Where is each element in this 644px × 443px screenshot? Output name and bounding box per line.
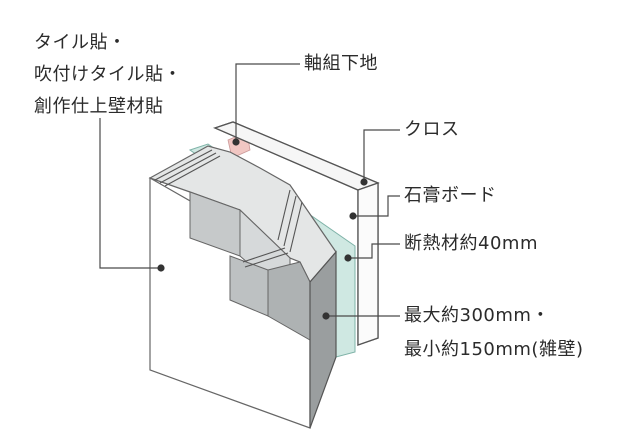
leader-cloth	[363, 129, 400, 182]
leader-insulation	[348, 243, 400, 259]
label-thickness-min: 最小約150mm(雑壁)	[404, 339, 584, 360]
leader-tile	[99, 118, 160, 269]
cloth-edge	[357, 182, 379, 346]
label-tile-finish-1: タイル貼・	[34, 32, 127, 53]
label-tile-finish-2: 吹付けタイル貼・	[34, 64, 182, 85]
label-insulation: 断熱材約40mm	[404, 233, 538, 254]
label-cloth: クロス	[404, 119, 460, 140]
leader-lines	[99, 63, 400, 317]
leader-gypsum	[353, 195, 400, 217]
label-tile-finish-3: 創作仕上壁材貼	[34, 96, 164, 117]
label-gypsum-board: 石膏ボード	[404, 185, 497, 206]
label-thickness-max: 最大約300mm・	[404, 305, 550, 326]
leader-framing	[235, 63, 300, 142]
label-framing: 軸組下地	[304, 53, 378, 74]
leader-dots	[157, 138, 368, 320]
tile-groove-lines	[154, 149, 303, 268]
concrete-end-face	[309, 250, 337, 429]
